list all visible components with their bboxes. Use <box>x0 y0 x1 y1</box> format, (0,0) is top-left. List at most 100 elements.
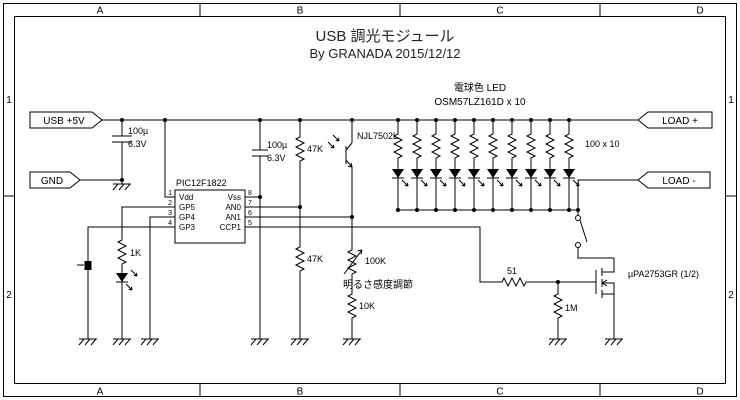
ic-pin-number: 2 <box>168 200 172 207</box>
wire-gp4 <box>149 216 175 339</box>
capacitor-plates <box>112 135 132 143</box>
power-switch <box>575 215 588 248</box>
phototransistor-njl7502l: NJL7502L <box>327 131 398 168</box>
schematic-subtitle: By GRANADA 2015/12/12 <box>309 46 460 61</box>
ic-pin-number: 7 <box>248 200 252 207</box>
potentiometer-arrow <box>343 249 363 275</box>
ic-pin-name: GP4 <box>179 213 196 222</box>
ic-pin-number: 4 <box>168 220 172 227</box>
ic-pin-name: GP5 <box>179 203 196 212</box>
title-block: USB 調光モジュール By GRANADA 2015/12/12 <box>309 28 460 61</box>
frame-row-label: 1 <box>6 95 12 106</box>
ic-part-number: PIC12F1822 <box>176 178 227 188</box>
phototransistor-symbol <box>345 142 353 168</box>
pushbutton-body <box>84 261 92 270</box>
wire-ccp1-gate <box>245 226 596 339</box>
connector-gnd: GND <box>29 171 81 189</box>
frame-col-label: A <box>97 6 104 17</box>
ic-body <box>174 189 246 244</box>
schematic-title: USB 調光モジュール <box>316 28 455 45</box>
capacitor-value: 100µ <box>267 140 287 150</box>
frame-ticks <box>3 3 737 397</box>
led-array-title: 電球色 LED <box>454 81 506 94</box>
resistor-47k-bottom: 47K <box>295 244 323 274</box>
resistor-1m: 1M <box>553 291 578 321</box>
potentiometer-100k: 100K 明るさ感度調節 <box>343 247 413 291</box>
frame-col-label: C <box>496 6 503 17</box>
led-array-part: OSM57LZ161D x 10 <box>434 97 526 108</box>
connector-load-minus: LOAD - <box>637 171 711 189</box>
wire-switch-drain <box>577 248 614 259</box>
ic-pin-name: AN1 <box>225 213 241 222</box>
drawing-frame: A B C D A B C D 1 2 1 2 <box>3 3 737 398</box>
resistor-value: 1K <box>130 248 141 258</box>
connector-shape <box>29 111 103 129</box>
resistor-1k-indicator-led: 1K <box>116 237 141 290</box>
wire-gp3-button <box>87 226 175 339</box>
frame-col-label: D <box>696 6 703 17</box>
switch-contact <box>575 215 581 221</box>
resistor-value: 47K <box>307 254 323 264</box>
junction-dots <box>120 118 580 284</box>
wire-an0-divider <box>245 120 301 339</box>
frame-row-label: 1 <box>728 95 734 106</box>
wire-an1-sensor <box>245 120 353 339</box>
connector-label: LOAD + <box>662 116 698 127</box>
wire-gp5-led <box>121 206 175 339</box>
ic-pin-name: CCP1 <box>220 223 242 232</box>
ic-pin-name: Vdd <box>179 193 193 202</box>
wires <box>80 119 638 339</box>
frame-col-label: C <box>496 387 503 398</box>
frame-col-label: B <box>297 387 304 398</box>
pushbutton-switch <box>77 261 92 270</box>
mosfet-upa2753gr: µPA2753GR (1/2) <box>595 258 699 339</box>
wire-vdd <box>164 120 175 198</box>
resistor-value: 1M <box>565 303 578 313</box>
potentiometer-caption: 明るさ感度調節 <box>343 278 413 291</box>
capacitor-value: 100µ <box>128 126 148 136</box>
mosfet-symbol <box>595 258 615 339</box>
ic-pin-number: 6 <box>248 210 252 217</box>
wire-load-minus <box>577 179 638 215</box>
switch-contact <box>575 242 581 248</box>
resistor-51: 51 <box>499 266 529 287</box>
ic-pin-number: 1 <box>168 190 172 197</box>
phototransistor-label: NJL7502L <box>357 131 398 141</box>
connector-load-plus: LOAD + <box>637 111 713 129</box>
resistor-10k: 10K <box>347 291 375 321</box>
capacitor-c1: 100µ 6.3V <box>112 126 148 149</box>
frame-row-label: 2 <box>728 290 734 301</box>
ic-pin-name: AN0 <box>225 203 241 212</box>
led-array-resistor-value: 100 x 10 <box>585 139 620 149</box>
ic-pin-number: 3 <box>168 210 172 217</box>
wire-cap2-vss <box>245 120 261 339</box>
resistor-47k-top: 47K <box>295 134 323 164</box>
resistor-value: 51 <box>507 266 517 276</box>
connector-shape <box>637 111 713 129</box>
capacitor-c2: 100µ 6.3V <box>252 140 287 163</box>
frame-col-label: D <box>696 387 703 398</box>
ic-pin-name: Vss <box>228 193 241 202</box>
potentiometer-value: 100K <box>365 256 386 266</box>
capacitor-plates <box>252 149 268 157</box>
connector-label: GND <box>41 176 63 187</box>
frame-inner-border <box>14 16 726 384</box>
capacitor-voltage: 6.3V <box>267 153 286 163</box>
mosfet-label: µPA2753GR (1/2) <box>628 269 699 279</box>
resistor-value: 10K <box>359 301 375 311</box>
capacitor-voltage: 6.3V <box>128 139 147 149</box>
led-array: 電球色 LED OSM57LZ161D x 10 100 x 10 <box>392 81 620 212</box>
frame-row-label: 2 <box>6 290 12 301</box>
frame-outer-border <box>3 3 737 397</box>
ic-pin-number: 8 <box>248 190 252 197</box>
connector-shape <box>29 171 81 189</box>
switch-lever <box>579 219 588 243</box>
frame-col-label: A <box>97 387 104 398</box>
connector-label: LOAD - <box>662 176 695 187</box>
resistor-value: 47K <box>307 144 323 154</box>
connector-label: USB +5V <box>43 116 85 127</box>
connector-shape <box>637 171 711 189</box>
connector-usb-5v: USB +5V <box>29 111 103 129</box>
frame-col-label: B <box>297 6 304 17</box>
